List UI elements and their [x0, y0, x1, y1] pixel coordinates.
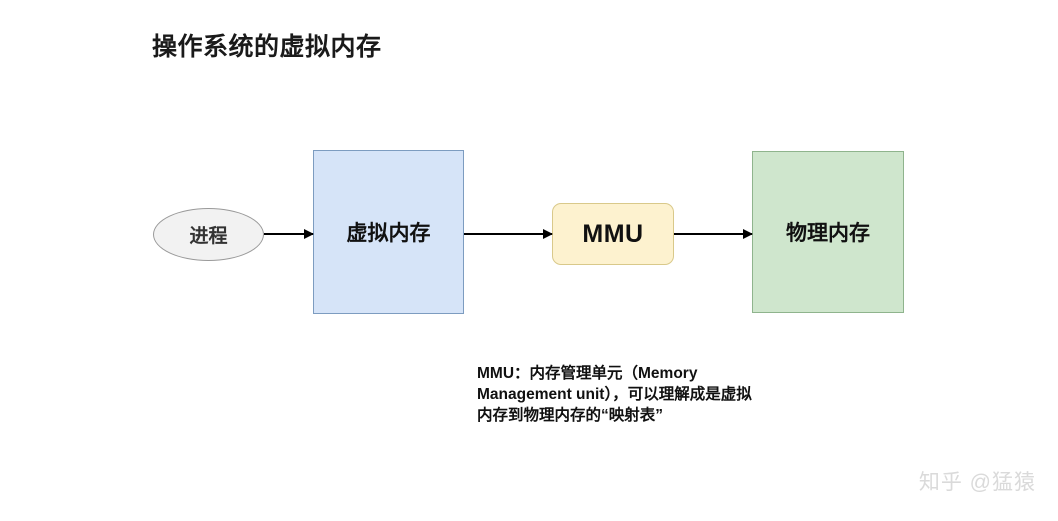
mmu-caption: MMU：内存管理单元（Memory Management unit），可以理解成… — [477, 365, 752, 424]
diagram-node-physical-memory[interactable]: 物理内存 — [752, 151, 904, 313]
diagram-node-mmu[interactable]: MMU — [552, 203, 674, 265]
right-arrow-icon-virtual-memory-to-mmu — [464, 233, 552, 235]
diagram-node-process-label: 进程 — [189, 226, 228, 247]
right-arrow-icon-mmu-to-physical-memory — [674, 233, 752, 235]
page-title: 操作系统的虚拟内存 — [152, 33, 382, 61]
diagram-node-virtual-memory-label: 虚拟内存 — [346, 222, 431, 245]
right-arrow-icon-process-to-virtual-memory — [264, 233, 313, 235]
diagram-node-process[interactable]: 进程 — [153, 208, 264, 261]
diagram-node-mmu-label: MMU — [582, 219, 644, 248]
diagram-node-physical-memory-label: 物理内存 — [786, 222, 870, 245]
diagram-node-virtual-memory[interactable]: 虚拟内存 — [313, 150, 464, 314]
watermark: 知乎 @猛猿 — [918, 471, 1036, 494]
